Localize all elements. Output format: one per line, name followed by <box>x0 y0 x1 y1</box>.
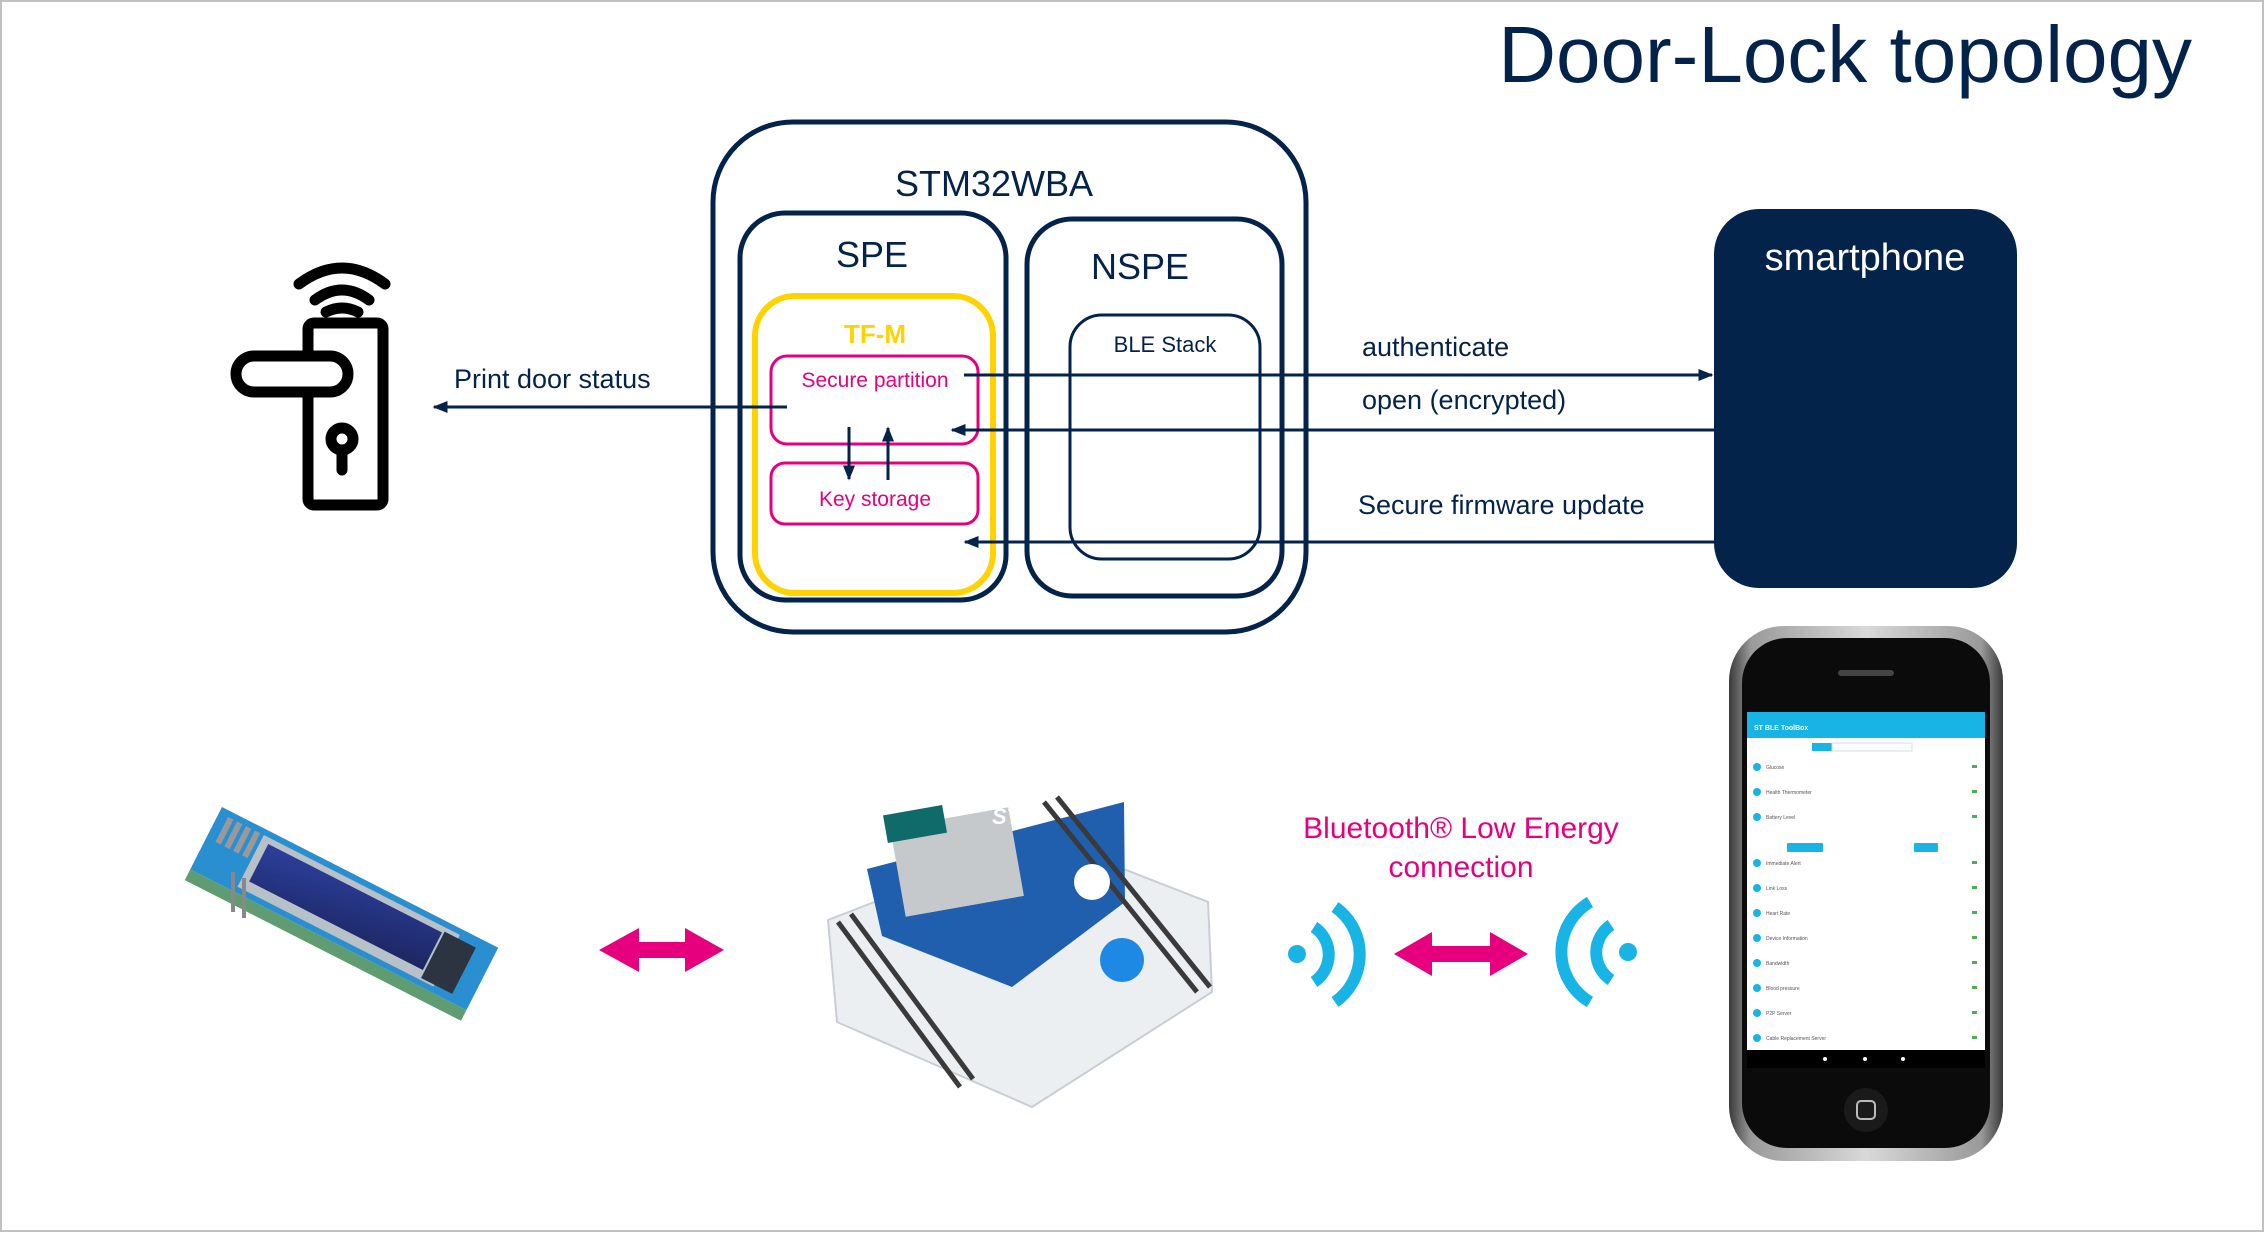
phone-image: ST BLE ToolBox <box>1729 626 2003 1161</box>
phone-device-row: Immediate Alert <box>1753 859 1977 867</box>
secure-partition-label: Secure partition <box>801 369 948 392</box>
key-storage-box <box>769 461 980 526</box>
phone-device-status-icon <box>1972 961 1977 964</box>
phone-device-row: Cable Replacement Server <box>1753 1034 1977 1042</box>
ble-connection-label-line2: connection <box>1388 851 1533 884</box>
board-st-logo: ST <box>992 804 1022 829</box>
phone-device-icon <box>1753 788 1761 796</box>
phone-device-icon <box>1753 1034 1761 1042</box>
phone-device-status-icon <box>1972 861 1977 864</box>
secure-partition-box <box>769 354 980 446</box>
phone-device-row: Bandwidth <box>1753 959 1977 967</box>
phone-device-status-icon <box>1972 790 1977 793</box>
ble-signal-icon-left <box>1288 902 1366 1007</box>
phone-device-status-icon <box>1972 936 1977 939</box>
nucleo-board-image: ST <box>826 795 1214 1109</box>
ble-signal-icon-right <box>1555 896 1637 1008</box>
phone-device-status-icon <box>1972 911 1977 914</box>
phone-device-status-icon <box>1972 1011 1977 1014</box>
nspe-box <box>1024 216 1285 599</box>
phone-device-name: Cable Replacement Server <box>1766 1036 1826 1042</box>
phone-device-icon <box>1753 859 1761 867</box>
phone-device-name: Glucose <box>1766 765 1785 771</box>
phone-device-name: Health Thermometer <box>1766 790 1812 796</box>
phone-device-row: Battery Level <box>1753 813 1977 821</box>
oled-display-image <box>184 807 499 1021</box>
ble-link-arrow <box>1394 932 1528 976</box>
phone-device-status-icon <box>1972 765 1977 768</box>
open-encrypted-label: open (encrypted) <box>1362 385 1566 415</box>
ble-stack-box <box>1068 313 1262 561</box>
phone-device-icon <box>1753 959 1761 967</box>
phone-device-status-icon <box>1972 886 1977 889</box>
phone-device-icon <box>1753 934 1761 942</box>
phone-device-row: P2P Server <box>1753 1009 1977 1017</box>
stm32wba-label: STM32WBA <box>895 163 1093 204</box>
door-lock-wireless-icon <box>230 262 391 511</box>
spe-label: SPE <box>836 234 908 275</box>
phone-device-status-icon <box>1972 815 1977 818</box>
tfm-box <box>752 293 996 596</box>
phone-device-row: Device Information <box>1753 934 1977 942</box>
phone-device-row: Link Loss <box>1753 884 1977 892</box>
nspe-label: NSPE <box>1091 246 1189 287</box>
phone-app-title: ST BLE ToolBox <box>1754 725 1808 732</box>
phone-device-icon <box>1753 984 1761 992</box>
phone-device-row: Heart Rate <box>1753 909 1977 917</box>
phone-device-row: Glucose <box>1753 763 1977 771</box>
slide-title: Door-Lock topology <box>1498 10 2192 99</box>
smartphone-box <box>1714 209 2017 588</box>
phone-device-icon <box>1753 909 1761 917</box>
phone-device-icon <box>1753 1009 1761 1017</box>
phone-device-name: Bandwidth <box>1766 961 1790 967</box>
phone-device-icon <box>1753 813 1761 821</box>
phone-device-name: Battery Level <box>1766 815 1795 821</box>
stm32wba-box <box>710 119 1309 635</box>
ble-connection-label-line1: Bluetooth® Low Energy <box>1303 812 1619 845</box>
phone-device-icon <box>1753 884 1761 892</box>
key-storage-label: Key storage <box>819 488 931 511</box>
phone-device-name: P2P Server <box>1766 1011 1792 1017</box>
phone-device-name: Immediate Alert <box>1766 861 1801 867</box>
authenticate-label: authenticate <box>1362 332 1509 362</box>
tfm-label: TF-M <box>844 319 906 349</box>
display-board-link-arrow <box>599 928 724 972</box>
phone-device-name: Link Loss <box>1766 886 1788 892</box>
secure-firmware-update-label: Secure firmware update <box>1358 490 1645 520</box>
phone-device-row: Health Thermometer <box>1753 788 1977 796</box>
phone-device-icon <box>1753 763 1761 771</box>
phone-device-name: Heart Rate <box>1766 911 1790 917</box>
phone-device-status-icon <box>1972 986 1977 989</box>
phone-device-row: Blood pressure <box>1753 984 1977 992</box>
smartphone-label: smartphone <box>1765 237 1966 279</box>
phone-device-name: Device Information <box>1766 936 1808 942</box>
ble-stack-label: BLE Stack <box>1114 332 1218 357</box>
phone-device-name: Blood pressure <box>1766 986 1800 992</box>
print-door-status-label: Print door status <box>454 364 651 394</box>
phone-device-status-icon <box>1972 1036 1977 1039</box>
